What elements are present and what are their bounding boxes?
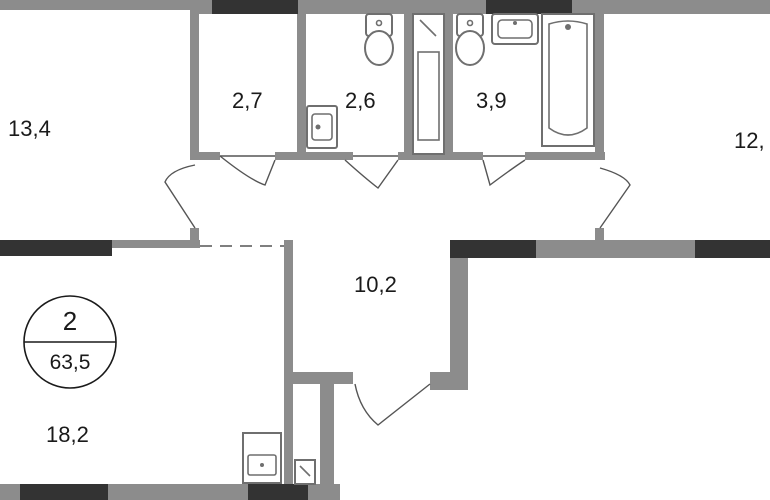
room-area-label: 2,7 <box>232 88 263 113</box>
door-swing-icon <box>354 383 431 426</box>
toilet-icon <box>455 13 485 66</box>
window-top-2 <box>486 0 572 14</box>
wall-left-stub <box>190 228 199 248</box>
wall-hall-entry-jog <box>320 384 334 500</box>
room-area-label: 13,4 <box>8 116 51 141</box>
window-left <box>0 240 112 256</box>
wall-hall-right <box>450 240 468 390</box>
shaft-icon <box>412 13 445 155</box>
door-swing-icon <box>164 164 196 229</box>
door-swing-icon <box>344 155 399 189</box>
wall-partition-1 <box>190 14 199 160</box>
window-right-2 <box>695 240 770 258</box>
wall-right-stub <box>595 228 604 242</box>
sink-icon <box>306 105 338 149</box>
wall-hall-right-jog <box>430 372 468 390</box>
door-swing-icon <box>599 167 631 229</box>
doors <box>164 155 631 426</box>
window-bottom-2 <box>248 484 308 500</box>
wall-corridor-4 <box>525 152 605 160</box>
wall-hall-left <box>284 240 293 500</box>
door-swing-icon <box>482 155 526 187</box>
wall-partition-2 <box>297 14 306 160</box>
wall-top <box>190 0 770 14</box>
window-top-1 <box>212 0 298 14</box>
rooms-count: 2 <box>63 306 77 336</box>
window-bottom-1 <box>20 484 108 500</box>
wall-partition-4 <box>444 14 453 160</box>
total-area: 63,5 <box>50 351 91 374</box>
wall-corridor-2 <box>275 152 353 160</box>
bathtub-icon <box>541 13 595 147</box>
washbasin-icon <box>242 432 282 484</box>
wall-hall-entry-left <box>293 372 353 384</box>
wall-left-middle <box>110 240 200 248</box>
window-right-1 <box>450 240 536 258</box>
washbasin-icon <box>491 13 539 45</box>
room-area-label: 18,2 <box>46 422 89 447</box>
room-area-label: 10,2 <box>354 272 397 297</box>
shaft-icon <box>294 459 316 485</box>
wall-corridor-1 <box>190 152 220 160</box>
apartment-badge: 2 63,5 <box>23 295 117 389</box>
door-swing-icon <box>219 155 276 186</box>
room-area-label: 3,9 <box>476 88 507 113</box>
wall-partition-3 <box>404 14 413 160</box>
wall-top-left <box>0 0 190 10</box>
wall-partition-5 <box>595 14 604 160</box>
room-area-label: 2,6 <box>345 88 376 113</box>
toilet-icon <box>364 13 394 66</box>
wall-corridor-3 <box>398 152 483 160</box>
room-area-label: 12, <box>734 128 765 153</box>
